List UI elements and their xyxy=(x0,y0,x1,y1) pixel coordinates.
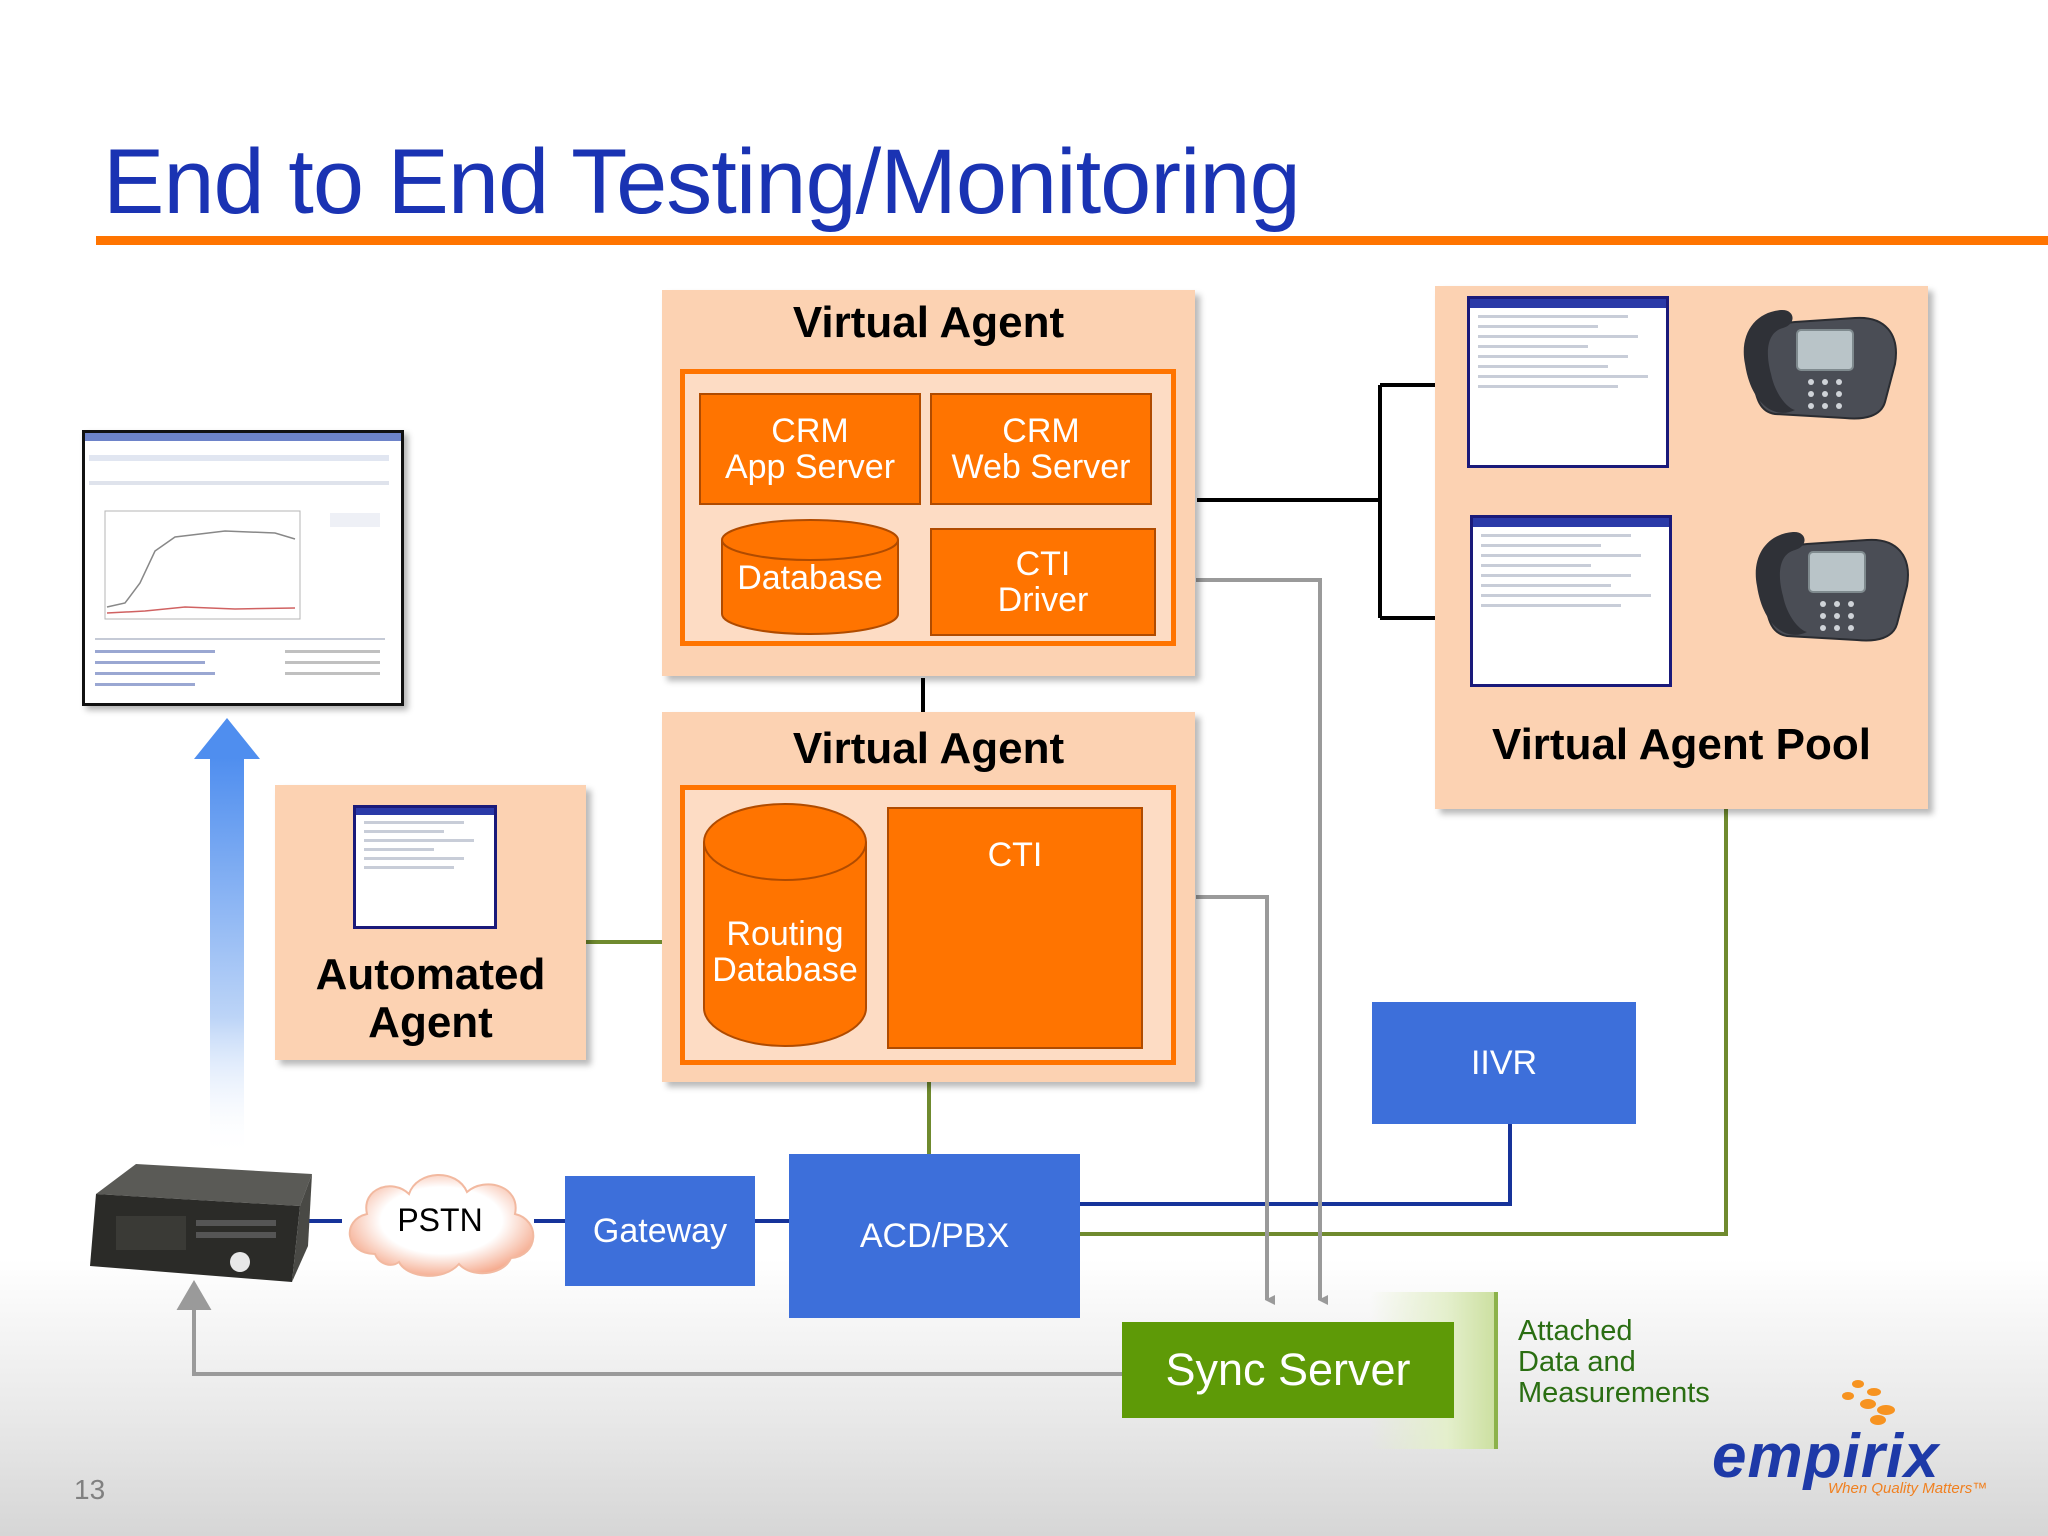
routing-database-shape xyxy=(703,803,867,1047)
cti-box[interactable]: CTI xyxy=(887,807,1143,1049)
pstn-label: PSTN xyxy=(397,1202,483,1238)
gray-arrows xyxy=(176,578,1328,1376)
cti-label: CTI xyxy=(987,836,1043,874)
crm-web-server-box[interactable]: CRM Web Server xyxy=(930,393,1152,505)
cti-driver-box[interactable]: CTI Driver xyxy=(930,528,1156,636)
virtual-agent-pool-panel: Virtual Agent Pool xyxy=(1435,286,1928,809)
cti-driver-line1: CTI xyxy=(1015,545,1071,583)
pstn-cloud[interactable]: PSTN xyxy=(335,1158,545,1284)
virtual-agent-pool-title: Virtual Agent Pool xyxy=(1492,720,1871,769)
automated-agent-screen xyxy=(353,805,497,929)
virtual-agent-top-title: Virtual Agent xyxy=(792,298,1065,347)
desk-phone-icon xyxy=(1743,309,1897,420)
attached-line1: Attached xyxy=(1518,1315,1633,1347)
crm-app-server-line2: App Server xyxy=(724,448,896,486)
empirix-logo-mark xyxy=(1842,1380,1895,1425)
crm-app-server-box[interactable]: CRM App Server xyxy=(699,393,921,505)
attached-data-band-edge xyxy=(1494,1292,1498,1449)
empirix-logo: empirix When Quality Matters™ xyxy=(1708,1374,2008,1506)
pool-agent-screen-1 xyxy=(1467,296,1669,468)
routing-database-line2: Database xyxy=(712,951,858,989)
virtual-agent-bottom-panel: Virtual Agent Routing Database CTI xyxy=(662,712,1195,1082)
title-rule xyxy=(96,236,2048,245)
crm-app-server-line1: CRM xyxy=(771,412,849,450)
automated-agent-label: Automated Agent xyxy=(275,951,586,1047)
attached-line2: Data and xyxy=(1518,1346,1636,1378)
routing-database-label: Routing Database xyxy=(702,916,868,988)
routing-database-line1: Routing xyxy=(726,915,844,953)
report-upload-arrow xyxy=(194,718,260,1157)
iivr-box[interactable]: IIVR xyxy=(1372,1002,1636,1124)
virtual-agent-top-panel: Virtual Agent CRM App Server CRM Web Ser… xyxy=(662,290,1195,676)
automated-agent-panel: Automated Agent xyxy=(275,785,586,1060)
attached-line3: Measurements xyxy=(1518,1377,1710,1409)
automated-agent-line1: Automated xyxy=(315,950,546,999)
database-label: Database xyxy=(737,559,883,597)
automated-agent-line2: Agent xyxy=(368,998,493,1047)
routing-database-cylinder[interactable]: Routing Database xyxy=(702,800,868,1048)
sync-server-box[interactable]: Sync Server xyxy=(1122,1322,1454,1418)
gateway-box[interactable]: Gateway xyxy=(565,1176,755,1286)
pool-agent-screen-2 xyxy=(1470,515,1672,687)
crm-web-server-line2: Web Server xyxy=(951,448,1131,486)
empirix-logo-text: empirix xyxy=(1712,1422,1940,1491)
acd-pbx-box[interactable]: ACD/PBX xyxy=(789,1154,1080,1318)
cti-driver-line2: Driver xyxy=(997,581,1089,619)
cloud-icon xyxy=(348,1174,535,1277)
attached-data-label: Attached Data and Measurements xyxy=(1518,1316,1748,1409)
desk-phone-icon xyxy=(1755,531,1909,642)
page-title: End to End Testing/Monitoring xyxy=(103,131,1301,233)
empirix-tagline: When Quality Matters™ xyxy=(1828,1480,1988,1497)
crm-web-server-line1: CRM xyxy=(1002,412,1080,450)
page-number: 13 xyxy=(74,1474,106,1505)
virtual-agent-bottom-title: Virtual Agent xyxy=(792,724,1065,773)
database-cylinder[interactable]: Database xyxy=(720,518,900,636)
monitoring-report-screenshot xyxy=(82,430,404,706)
test-server-hardware-icon xyxy=(90,1164,312,1282)
report-chart-thumbnail xyxy=(85,433,401,686)
database-cylinder-shape xyxy=(721,519,899,635)
